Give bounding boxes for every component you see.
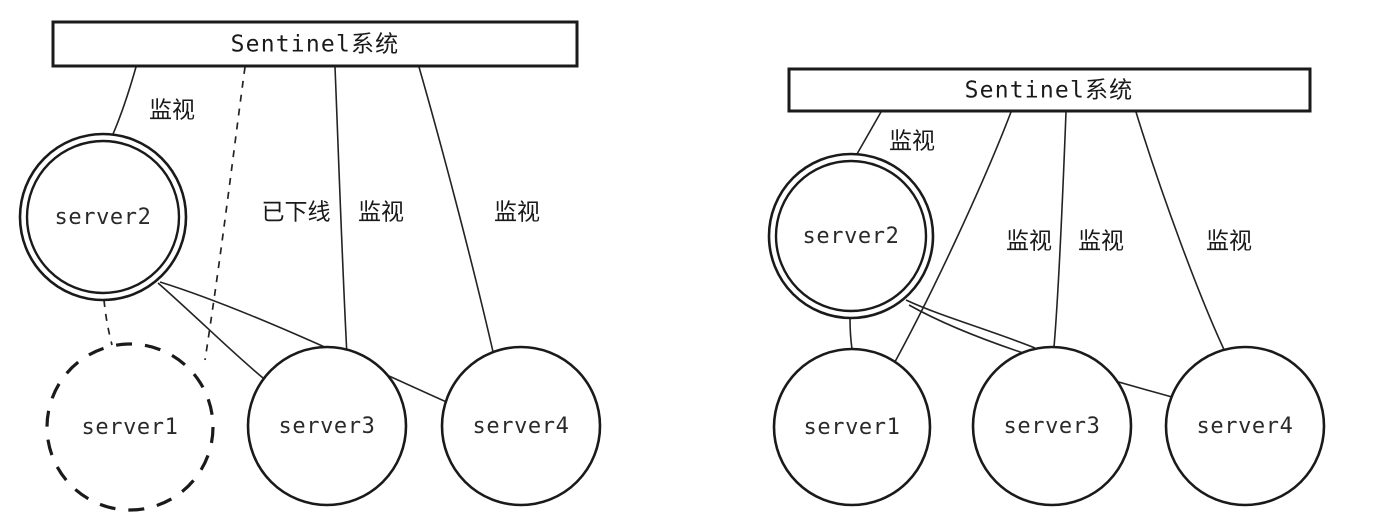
edge-sentinel-to-server4-right — [1135, 111, 1229, 359]
sentinel-box-right[interactable] — [787, 67, 1312, 113]
node-server2-inner-circle-right — [774, 159, 928, 313]
node-server3-circle-right — [971, 345, 1133, 507]
edge-sentinel-to-server2-right — [856, 111, 882, 155]
edge-sentinel-to-server1-left — [204, 66, 246, 361]
edge-server2-to-server3-right — [905, 299, 1036, 349]
edge-sentinel-to-server4-left — [418, 66, 495, 357]
edge-server2-to-server1-right — [849, 317, 853, 350]
node-server2-outer-circle-right — [767, 152, 935, 320]
edge-server2-to-server4-left — [159, 281, 452, 405]
node-server4-label-right: server4 — [1197, 414, 1294, 439]
node-server3-right[interactable]: server3 — [971, 345, 1133, 507]
node-server2-outer-circle-left — [18, 132, 188, 302]
edge-label-monitor-server3-left: 监视 — [358, 200, 404, 226]
node-server2-left[interactable]: server2 — [18, 132, 188, 302]
node-server2-inner-circle-left — [25, 139, 181, 295]
edge-label-monitor-server1-right: 监视 — [1006, 229, 1052, 255]
edge-server2-to-server3-left — [157, 282, 269, 383]
left-panel: Sentinel系统 server2 server1 server3 serve… — [18, 20, 602, 512]
node-server1-label-left: server1 — [82, 415, 179, 440]
node-server4-circle-right — [1164, 345, 1326, 507]
sentinel-box-label-left: Sentinel系统 — [231, 32, 400, 58]
node-server1-circle-right — [772, 347, 932, 507]
node-server4-label-left: server4 — [473, 414, 570, 439]
node-server1-right[interactable]: server1 — [772, 347, 932, 507]
node-server1-left[interactable]: server1 — [45, 342, 215, 512]
edge-label-offline-server1-left: 已下线 — [262, 200, 331, 226]
sentinel-box-left[interactable] — [51, 20, 579, 68]
node-server2-label-right: server2 — [803, 224, 900, 249]
edge-label-monitor-server4-left: 监视 — [494, 200, 540, 226]
node-server2-right[interactable]: server2 — [767, 152, 935, 320]
edge-server2-to-server1-left — [103, 299, 113, 346]
node-server4-circle-left — [440, 345, 602, 507]
node-server1-dashed-circle-left — [45, 342, 215, 512]
edge-sentinel-to-server3-left — [334, 66, 348, 357]
node-server1-label-right: server1 — [804, 415, 901, 440]
edge-label-monitor-server3-right: 监视 — [1078, 229, 1124, 255]
node-server3-left[interactable]: server3 — [246, 345, 408, 507]
node-server3-label-left: server3 — [279, 414, 376, 439]
sentinel-box-label-right: Sentinel系统 — [965, 78, 1134, 104]
edge-sentinel-to-server2-left — [112, 66, 137, 135]
node-server3-circle-left — [246, 345, 408, 507]
edge-label-monitor-server2-right: 监视 — [889, 129, 935, 155]
node-server2-label-left: server2 — [55, 205, 152, 230]
edge-sentinel-to-server3-right — [1053, 111, 1067, 348]
node-server4-left[interactable]: server4 — [440, 345, 602, 507]
edge-label-monitor-server2-left: 监视 — [149, 98, 195, 124]
right-panel: Sentinel系统 server2 server1 server3 serve… — [767, 67, 1326, 507]
node-server4-right[interactable]: server4 — [1164, 345, 1326, 507]
edge-label-monitor-server4-right: 监视 — [1206, 229, 1252, 255]
edge-sentinel-to-server1-right — [885, 111, 1012, 379]
node-server3-label-right: server3 — [1004, 414, 1101, 439]
